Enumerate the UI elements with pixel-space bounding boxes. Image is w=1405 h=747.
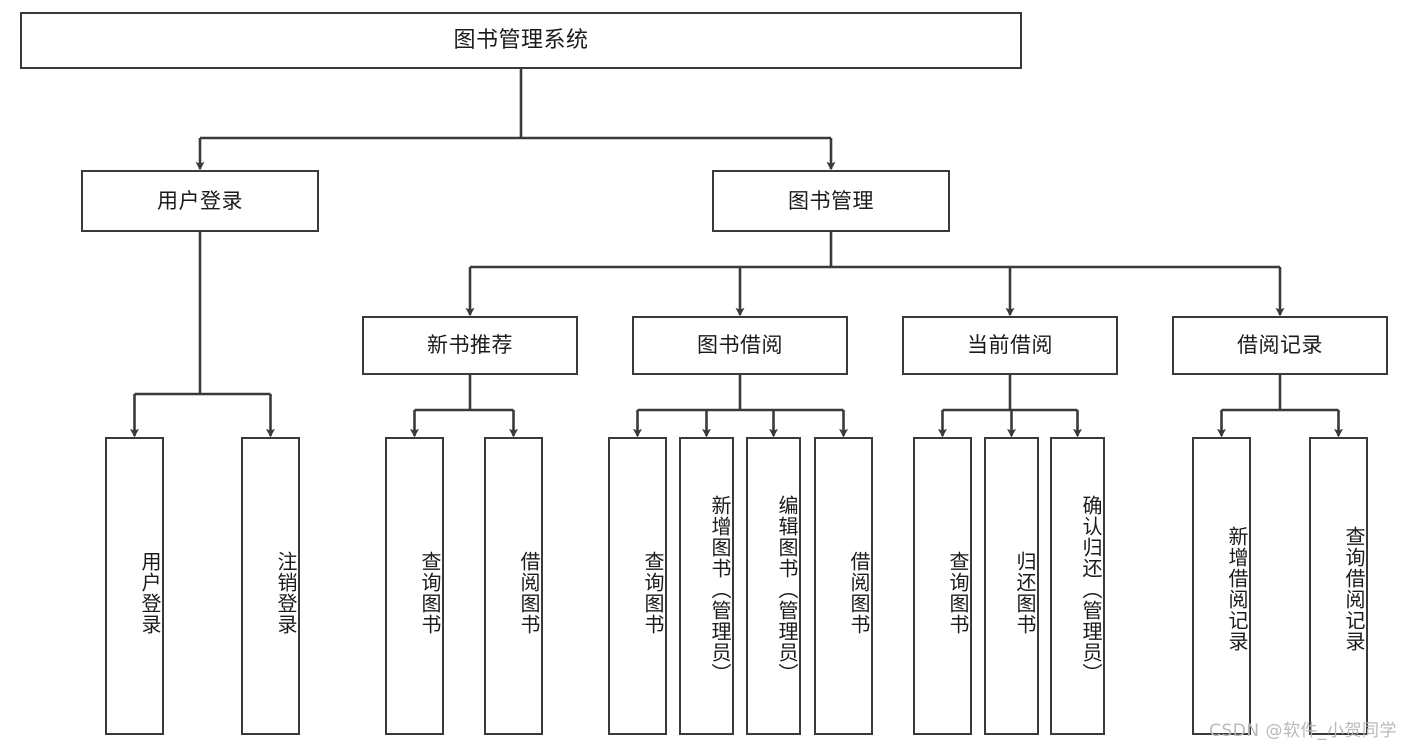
node-leaf-9: 查询图书: [913, 437, 972, 735]
node-root: 图书管理系统: [20, 12, 1022, 69]
node-leaf-3: 查询图书: [385, 437, 444, 735]
node-leaf-13: 查询借阅记录: [1309, 437, 1368, 735]
node-leaf-5: 查询图书: [608, 437, 667, 735]
node-newbook: 新书推荐: [362, 316, 578, 375]
node-label: 注销登录: [274, 551, 298, 635]
node-records: 借阅记录: [1172, 316, 1388, 375]
node-leaf-1: 用户登录: [105, 437, 164, 735]
csdn-watermark: CSDN @软件_小贺同学: [1209, 721, 1397, 741]
node-bookmgmt: 图书管理: [712, 170, 950, 232]
node-leaf-7: 编辑图书（管理员）: [746, 437, 801, 735]
node-label: 图书管理系统: [453, 27, 589, 53]
node-leaf-8: 借阅图书: [814, 437, 873, 735]
node-label: 新增图书（管理员）: [708, 494, 732, 684]
node-leaf-2: 注销登录: [241, 437, 300, 735]
node-label: 查询图书: [418, 551, 442, 635]
node-label: 查询借阅记录: [1342, 526, 1366, 652]
node-label: 归还图书: [1013, 551, 1037, 635]
node-leaf-6: 新增图书（管理员）: [679, 437, 734, 735]
node-label: 图书管理: [788, 188, 874, 213]
node-login: 用户登录: [81, 170, 319, 232]
node-label: 新增借阅记录: [1225, 526, 1249, 652]
node-borrow: 图书借阅: [632, 316, 848, 375]
node-leaf-10: 归还图书: [984, 437, 1039, 735]
node-label: 借阅记录: [1237, 333, 1323, 358]
node-label: 当前借阅: [967, 333, 1053, 358]
node-leaf-12: 新增借阅记录: [1192, 437, 1251, 735]
node-label: 查询图书: [641, 551, 665, 635]
node-label: 用户登录: [138, 551, 162, 635]
node-label: 图书借阅: [697, 333, 783, 358]
node-leaf-11: 确认归还（管理员）: [1050, 437, 1105, 735]
node-current: 当前借阅: [902, 316, 1118, 375]
node-label: 确认归还（管理员）: [1079, 494, 1103, 684]
node-label: 查询图书: [946, 551, 970, 635]
node-label: 编辑图书（管理员）: [775, 494, 799, 684]
node-leaf-4: 借阅图书: [484, 437, 543, 735]
node-label: 用户登录: [157, 188, 243, 213]
node-label: 借阅图书: [847, 551, 871, 635]
node-label: 借阅图书: [517, 551, 541, 635]
node-label: 新书推荐: [427, 333, 513, 358]
